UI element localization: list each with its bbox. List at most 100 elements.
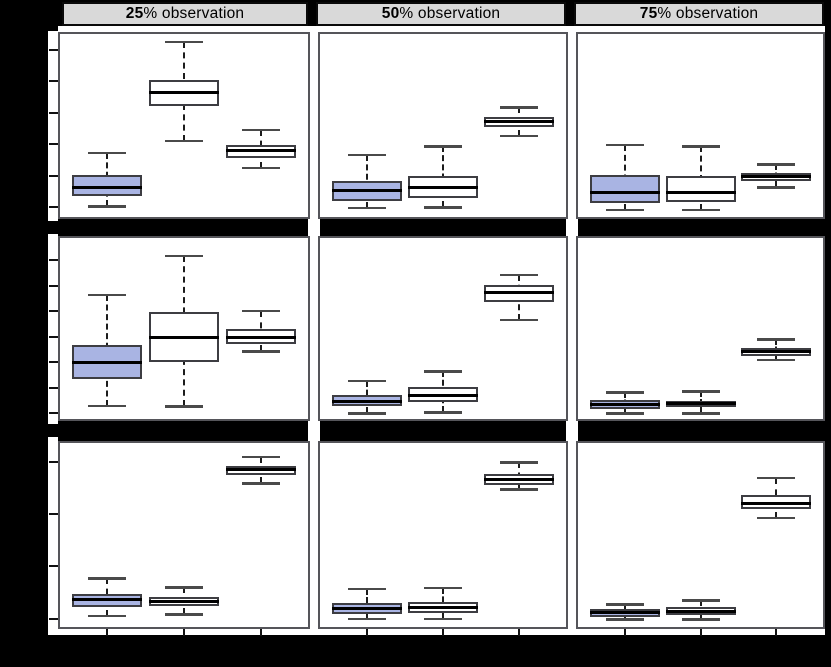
boxplot-box-2 xyxy=(665,176,736,202)
x-axis-strip-bottom xyxy=(48,629,825,635)
y-axis-tick xyxy=(49,80,58,82)
whisker-cap-bottom xyxy=(681,618,720,621)
median-line xyxy=(72,361,143,365)
median-line xyxy=(589,190,660,194)
column-header-50pct: 50% observation xyxy=(316,2,566,26)
whisker-cap-bottom xyxy=(500,488,539,491)
whisker-cap-bottom xyxy=(165,139,203,143)
y-axis-tick xyxy=(49,412,58,414)
whisker-cap-top xyxy=(757,338,796,341)
top-sliver-strip xyxy=(58,26,825,33)
x-axis-tick xyxy=(775,629,778,636)
median-line xyxy=(589,611,660,615)
x-axis-tick xyxy=(623,629,626,636)
whisker-cap-top xyxy=(757,163,796,166)
median-line xyxy=(408,606,478,610)
whisker-cap-bottom xyxy=(165,405,203,408)
header-percent-bold: 50 xyxy=(381,5,400,22)
whisker-cap-top xyxy=(88,151,127,155)
column-header-25pct: 25% observation xyxy=(62,2,308,26)
median-line xyxy=(484,119,555,123)
x-axis-tick xyxy=(259,629,262,636)
y-axis-tick xyxy=(49,513,58,515)
whisker-cap-top xyxy=(165,254,203,258)
median-line xyxy=(331,399,402,403)
whisker-cap-bottom xyxy=(757,516,796,520)
whisker-cap-bottom xyxy=(500,318,539,322)
y-axis-tick xyxy=(49,112,58,114)
whisker-cap-bottom xyxy=(88,205,127,208)
whisker-cap-bottom xyxy=(165,613,203,616)
median-line xyxy=(665,190,736,194)
x-axis-tick xyxy=(518,629,521,636)
y-axis-strip-row-3 xyxy=(48,437,58,634)
whisker-cap-bottom xyxy=(757,186,796,189)
whisker-cap-bottom xyxy=(500,134,539,138)
whisker-cap-bottom xyxy=(241,482,280,485)
whisker-cap-bottom xyxy=(605,618,644,621)
median-line xyxy=(225,335,296,339)
whisker-cap-top xyxy=(241,455,280,459)
whisker-cap-bottom xyxy=(605,412,644,415)
x-axis-tick xyxy=(365,629,368,636)
whisker-cap-top xyxy=(605,143,644,147)
x-axis-tick xyxy=(442,629,444,636)
y-axis-tick xyxy=(49,49,58,51)
y-axis-tick xyxy=(49,143,58,145)
median-line xyxy=(149,91,219,95)
column-header-75pct: 75% observation xyxy=(574,2,824,26)
y-axis-tick xyxy=(49,565,58,567)
panel-r2c3 xyxy=(576,236,825,421)
median-line xyxy=(225,467,296,471)
whisker-cap-top xyxy=(88,577,127,580)
whisker-cap-top xyxy=(500,273,539,277)
whisker-cap-top xyxy=(424,145,462,148)
whisker-cap-top xyxy=(241,128,280,132)
whisker-cap-bottom xyxy=(88,404,127,408)
whisker-cap-top xyxy=(757,476,796,480)
y-axis-tick xyxy=(49,206,58,208)
whisker-cap-bottom xyxy=(757,358,796,362)
y-axis-tick xyxy=(49,361,58,363)
x-axis-tick xyxy=(183,629,185,636)
header-rest: % observation xyxy=(657,5,759,22)
median-line xyxy=(484,477,555,481)
whisker-cap-bottom xyxy=(347,617,386,621)
whisker-cap-top xyxy=(424,370,462,373)
x-axis-tick xyxy=(699,629,702,636)
median-line xyxy=(589,403,660,407)
median-line xyxy=(72,186,143,190)
column-gap-channel-1 xyxy=(308,26,320,634)
y-axis-tick xyxy=(49,285,58,287)
header-percent-bold: 25 xyxy=(125,5,144,22)
median-line xyxy=(408,185,478,189)
header-rest: % observation xyxy=(143,5,245,22)
median-line xyxy=(741,174,812,178)
y-axis-strip-row-1 xyxy=(48,31,58,221)
median-line xyxy=(149,599,219,603)
whisker-cap-bottom xyxy=(605,208,644,212)
y-axis-tick xyxy=(49,175,58,177)
header-rest: % observation xyxy=(399,5,501,22)
whisker-cap-bottom xyxy=(424,206,462,209)
median-line xyxy=(665,610,736,614)
whisker-cap-bottom xyxy=(241,350,280,353)
whisker-cap-bottom xyxy=(424,411,462,414)
median-line xyxy=(72,598,143,602)
y-axis-tick xyxy=(49,618,58,620)
y-axis-tick xyxy=(49,336,58,338)
panel-r3c3 xyxy=(576,441,825,629)
whisker-cap-top xyxy=(500,461,539,464)
median-line xyxy=(741,501,812,505)
whisker-cap-top xyxy=(165,40,203,44)
whisker-cap-top xyxy=(681,599,720,602)
y-axis-tick xyxy=(49,310,58,312)
boxplot-box-1 xyxy=(72,174,143,197)
whisker-cap-top xyxy=(681,145,720,148)
median-line xyxy=(484,291,555,295)
y-axis-tick xyxy=(49,259,58,261)
whisker-cap-bottom xyxy=(424,617,462,621)
whisker-cap-bottom xyxy=(347,412,386,415)
whisker-cap-top xyxy=(241,309,280,313)
